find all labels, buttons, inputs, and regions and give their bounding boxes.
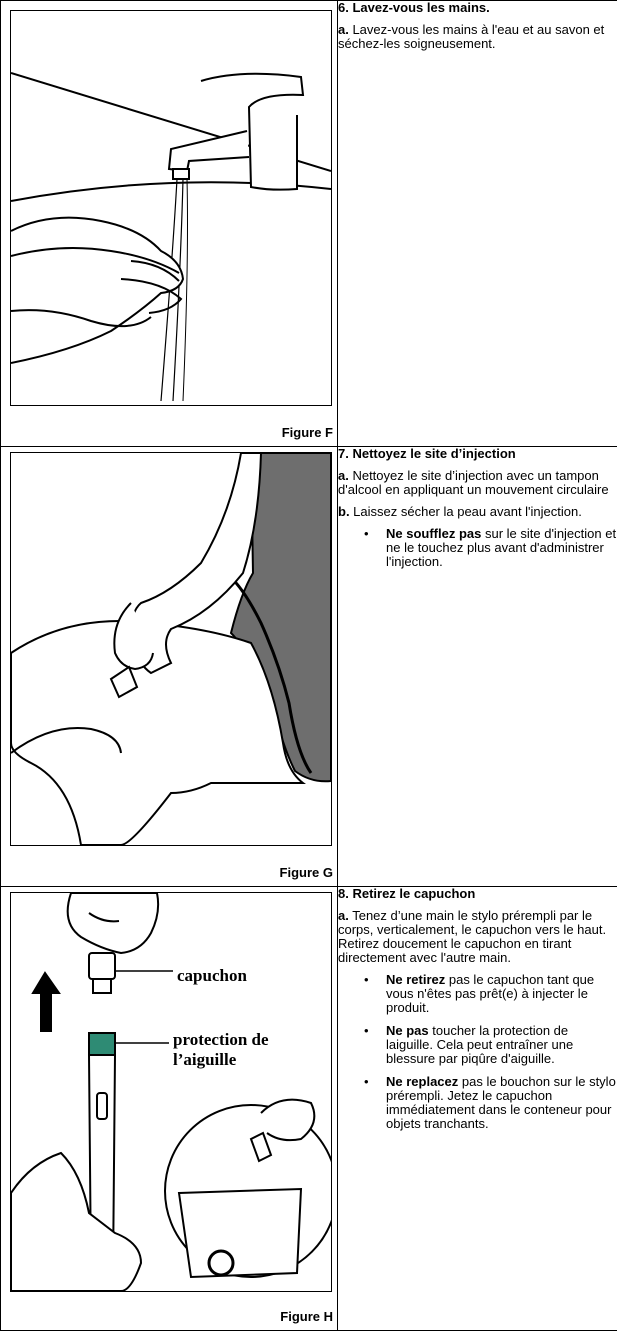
figure-h-illustration: capuchon protection de l’aiguille: [10, 892, 332, 1292]
step-7-bullets: Ne soufflez pas sur le site d'injection …: [338, 527, 617, 569]
hand-washing-icon: [11, 11, 331, 405]
para-marker: a.: [338, 22, 349, 37]
bullet-bold: Ne pas: [386, 1023, 429, 1038]
step-8-text-cell: 8. Retirez le capuchon a. Tenez d’une ma…: [338, 887, 617, 1331]
bullet-item: Ne replacez pas le bouchon sur le stylo …: [386, 1075, 617, 1131]
cap-label: capuchon: [177, 966, 247, 985]
para-text: Nettoyez le site d’injection avec un tam…: [338, 468, 609, 497]
step-row-7: Figure G 7. Nettoyez le site d’injection…: [1, 447, 617, 887]
para-marker: a.: [338, 908, 349, 923]
figure-cell-h: capuchon protection de l’aiguille Figure…: [1, 887, 338, 1331]
step-8-para-a: a. Tenez d’une main le stylo prérempli p…: [338, 909, 617, 965]
step-7-title: 7. Nettoyez le site d’injection: [338, 447, 617, 461]
figure-cell-f: Figure F: [1, 1, 338, 447]
bullet-bold: Ne replacez: [386, 1074, 458, 1089]
para-text: Lavez-vous les mains à l'eau et au savon…: [338, 22, 604, 51]
step-row-6: Figure F 6. Lavez-vous les mains. a. Lav…: [1, 1, 617, 447]
bullet-bold: Ne soufflez pas: [386, 526, 481, 541]
alcohol-swab-icon: [11, 453, 331, 845]
figure-g-illustration: [10, 452, 332, 846]
step-6-text-cell: 6. Lavez-vous les mains. a. Lavez-vous l…: [338, 1, 617, 447]
shield-label-line2: l’aiguille: [173, 1050, 237, 1069]
pen-cap-removal-icon: capuchon protection de l’aiguille: [11, 893, 331, 1291]
para-marker: a.: [338, 468, 349, 483]
step-7-text-cell: 7. Nettoyez le site d’injection a. Netto…: [338, 447, 617, 887]
step-row-8: capuchon protection de l’aiguille Figure…: [1, 887, 617, 1331]
step-6-title: 6. Lavez-vous les mains.: [338, 1, 617, 15]
figure-f-caption: Figure F: [282, 425, 333, 440]
step-6-para-a: a. Lavez-vous les mains à l'eau et au sa…: [338, 23, 617, 51]
bullet-item: Ne pas toucher la protection de laiguill…: [386, 1024, 617, 1066]
para-marker: b.: [338, 504, 350, 519]
step-7-para-b: b. Laissez sécher la peau avant l'inject…: [338, 505, 617, 519]
figure-f-illustration: [10, 10, 332, 406]
figure-g-caption: Figure G: [280, 865, 333, 880]
para-text: Tenez d’une main le stylo prérempli par …: [338, 908, 606, 965]
figure-h-caption: Figure H: [280, 1309, 333, 1324]
figure-cell-g: Figure G: [1, 447, 338, 887]
para-text: Laissez sécher la peau avant l'injection…: [350, 504, 582, 519]
bullet-item: Ne retirez pas le capuchon tant que vous…: [386, 973, 617, 1015]
step-8-title: 8. Retirez le capuchon: [338, 887, 617, 901]
bullet-bold: Ne retirez: [386, 972, 445, 987]
shield-label-line1: protection de: [173, 1030, 269, 1049]
bullet-item: Ne soufflez pas sur le site d'injection …: [386, 527, 617, 569]
step-7-para-a: a. Nettoyez le site d’injection avec un …: [338, 469, 617, 497]
step-8-bullets: Ne retirez pas le capuchon tant que vous…: [338, 973, 617, 1131]
